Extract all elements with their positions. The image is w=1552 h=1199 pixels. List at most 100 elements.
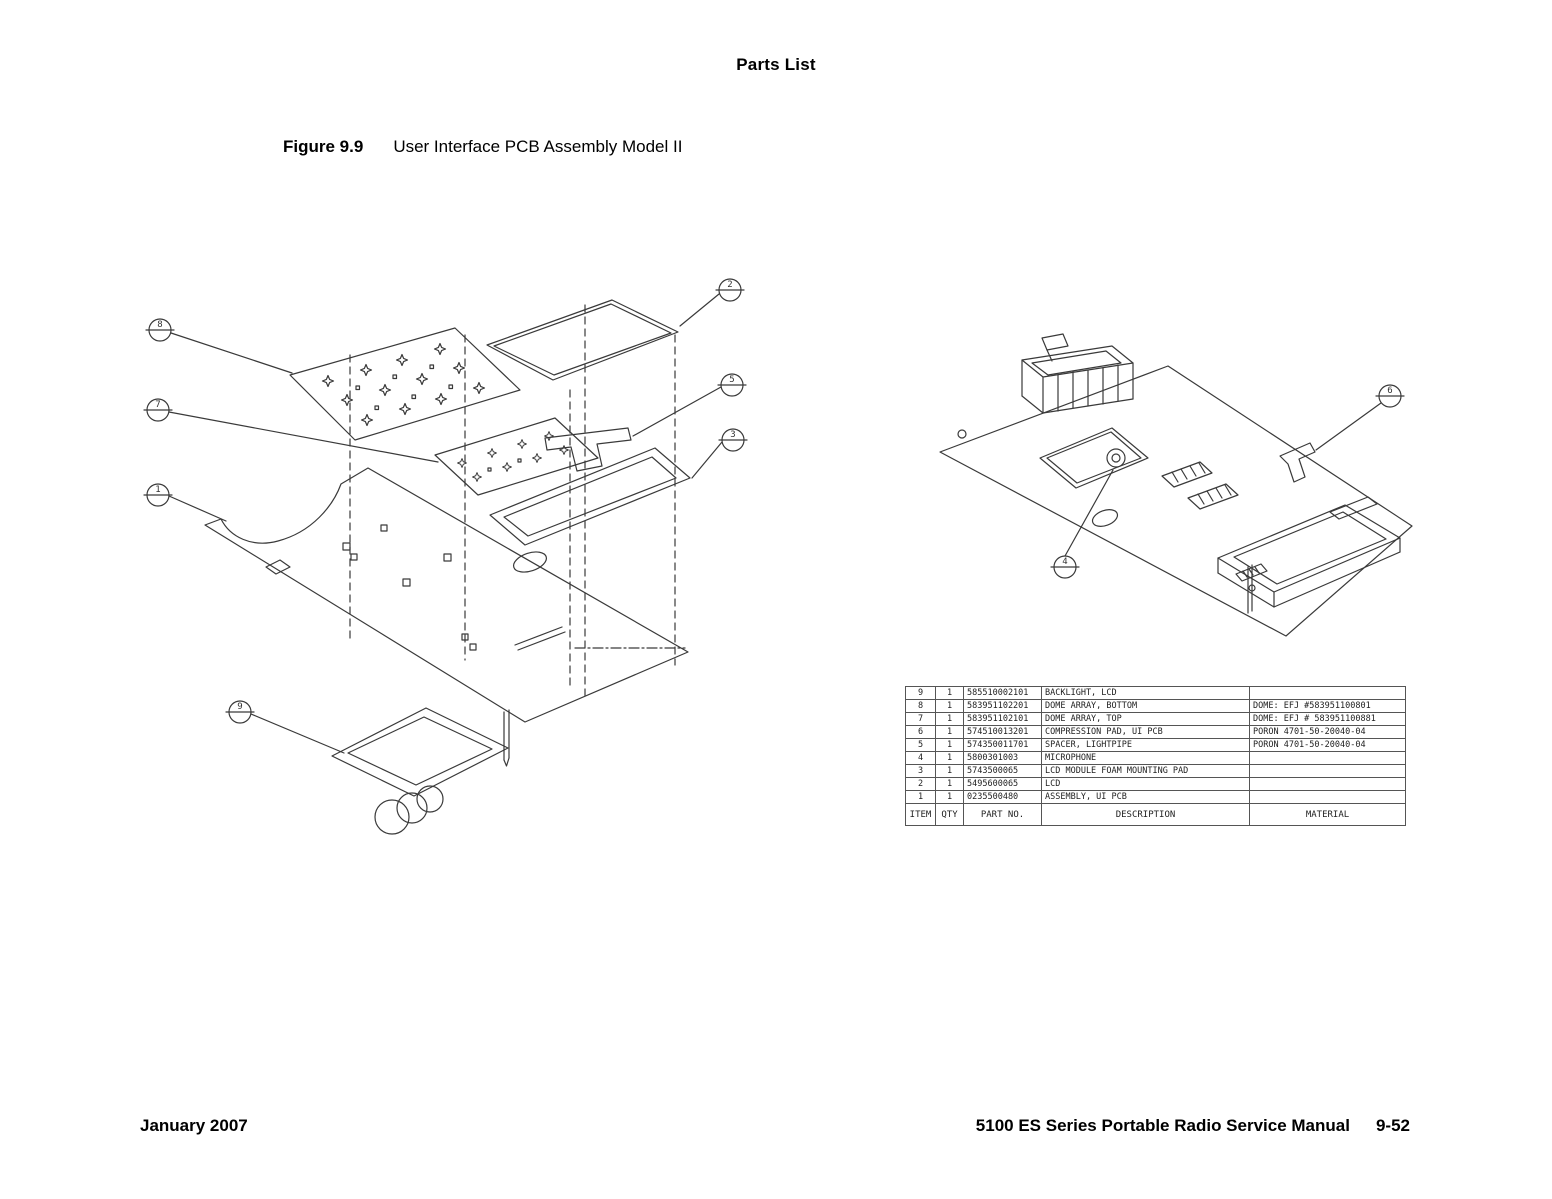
projection-lines [349, 304, 676, 701]
svg-text:1: 1 [155, 485, 160, 495]
cell-description: DOME ARRAY, TOP [1041, 712, 1250, 726]
column-header-item: ITEM [905, 803, 936, 826]
callout-3: 3 [691, 428, 748, 479]
svg-text:6: 6 [1387, 386, 1392, 396]
cell-material: DOME: EFJ #583951100801 [1249, 699, 1406, 713]
cell-qty: 1 [935, 712, 964, 726]
footer-manual-title: 5100 ES Series Portable Radio Service Ma… [975, 1116, 1350, 1135]
column-header-description: DESCRIPTION [1041, 803, 1250, 826]
parts-table-header-row: ITEM QTY PART NO. DESCRIPTION MATERIAL [905, 803, 1406, 826]
assembled-view-drawing: 6 4 [939, 333, 1413, 637]
exploded-view-drawing: 8 7 1 2 5 3 9 [143, 278, 748, 835]
cell-description: ASSEMBLY, UI PCB [1041, 790, 1250, 804]
callout-7: 7 [143, 398, 439, 463]
cell-part_no: 0235500480 [963, 790, 1042, 804]
cell-description: DOME ARRAY, BOTTOM [1041, 699, 1250, 713]
cell-item: 6 [905, 725, 936, 739]
cell-qty: 1 [935, 699, 964, 713]
svg-text:9: 9 [237, 702, 242, 712]
cell-qty: 1 [935, 790, 964, 804]
callout-9: 9 [225, 700, 345, 754]
cell-material [1249, 790, 1406, 804]
cell-description: LCD [1041, 777, 1250, 791]
foam-mounting-pad-frame [489, 447, 691, 546]
cell-item: 7 [905, 712, 936, 726]
cell-part_no: 5800301003 [963, 751, 1042, 765]
cell-material: PORON 4701-50-20040-04 [1249, 725, 1406, 739]
cell-part_no: 5743500065 [963, 764, 1042, 778]
figure-title: User Interface PCB Assembly Model II [393, 137, 683, 156]
figure-caption: Figure 9.9 User Interface PCB Assembly Mo… [283, 137, 682, 157]
cell-item: 3 [905, 764, 936, 778]
page-header: Parts List [736, 55, 816, 74]
cell-qty: 1 [935, 777, 964, 791]
cell-description: LCD MODULE FOAM MOUNTING PAD [1041, 764, 1250, 778]
cell-qty: 1 [935, 764, 964, 778]
column-header-material: MATERIAL [1249, 803, 1406, 826]
callout-8: 8 [145, 318, 293, 374]
cell-item: 4 [905, 751, 936, 765]
cell-material: DOME: EFJ # 583951100881 [1249, 712, 1406, 726]
backlight-module [331, 707, 510, 835]
figure-label: Figure 9.9 [283, 137, 364, 156]
cell-material [1249, 777, 1406, 791]
column-header-qty: QTY [935, 803, 964, 826]
cell-material [1249, 751, 1406, 765]
cell-item: 5 [905, 738, 936, 752]
cell-item: 2 [905, 777, 936, 791]
cell-qty: 1 [935, 725, 964, 739]
cell-description: BACKLIGHT, LCD [1041, 686, 1250, 700]
cell-material [1249, 686, 1406, 700]
cell-part_no: 574350011701 [963, 738, 1042, 752]
cell-item: 8 [905, 699, 936, 713]
svg-text:5: 5 [729, 375, 734, 385]
svg-text:3: 3 [730, 430, 735, 440]
mic-pad [1039, 427, 1149, 489]
callout-5: 5 [632, 373, 747, 437]
dome-array-top [434, 417, 599, 496]
callout-1: 1 [143, 483, 227, 522]
svg-text:7: 7 [155, 400, 160, 410]
cell-part_no: 583951102201 [963, 699, 1042, 713]
column-header-part-no: PART NO. [963, 803, 1042, 826]
callout-6: 6 [1315, 384, 1405, 451]
main-pcb [204, 467, 689, 723]
cell-item: 1 [905, 790, 936, 804]
cell-material: PORON 4701-50-20040-04 [1249, 738, 1406, 752]
cell-part_no: 585510002101 [963, 686, 1042, 700]
spacer-lightpipe [544, 427, 632, 472]
dome-array-bottom [289, 327, 521, 441]
assembled-pcb [939, 365, 1413, 637]
lightpipe [1279, 442, 1316, 483]
svg-text:8: 8 [157, 320, 162, 330]
cell-item: 9 [905, 686, 936, 700]
cell-description: COMPRESSION PAD, UI PCB [1041, 725, 1250, 739]
cell-qty: 1 [935, 751, 964, 765]
svg-text:2: 2 [727, 280, 732, 290]
cell-part_no: 5495600065 [963, 777, 1042, 791]
footer: 5100 ES Series Portable Radio Service Ma… [976, 1116, 1410, 1136]
cell-description: SPACER, LIGHTPIPE [1041, 738, 1250, 752]
board-connector [1021, 333, 1134, 414]
cell-qty: 1 [935, 686, 964, 700]
cell-part_no: 574510013201 [963, 725, 1042, 739]
cell-part_no: 583951102101 [963, 712, 1042, 726]
callout-4: 4 [1050, 469, 1114, 579]
footer-date: January 2007 [140, 1116, 248, 1135]
cell-qty: 1 [935, 738, 964, 752]
footer-page-number: 9-52 [1375, 1116, 1410, 1135]
lcd-module [1217, 496, 1401, 614]
lcd [486, 299, 679, 381]
